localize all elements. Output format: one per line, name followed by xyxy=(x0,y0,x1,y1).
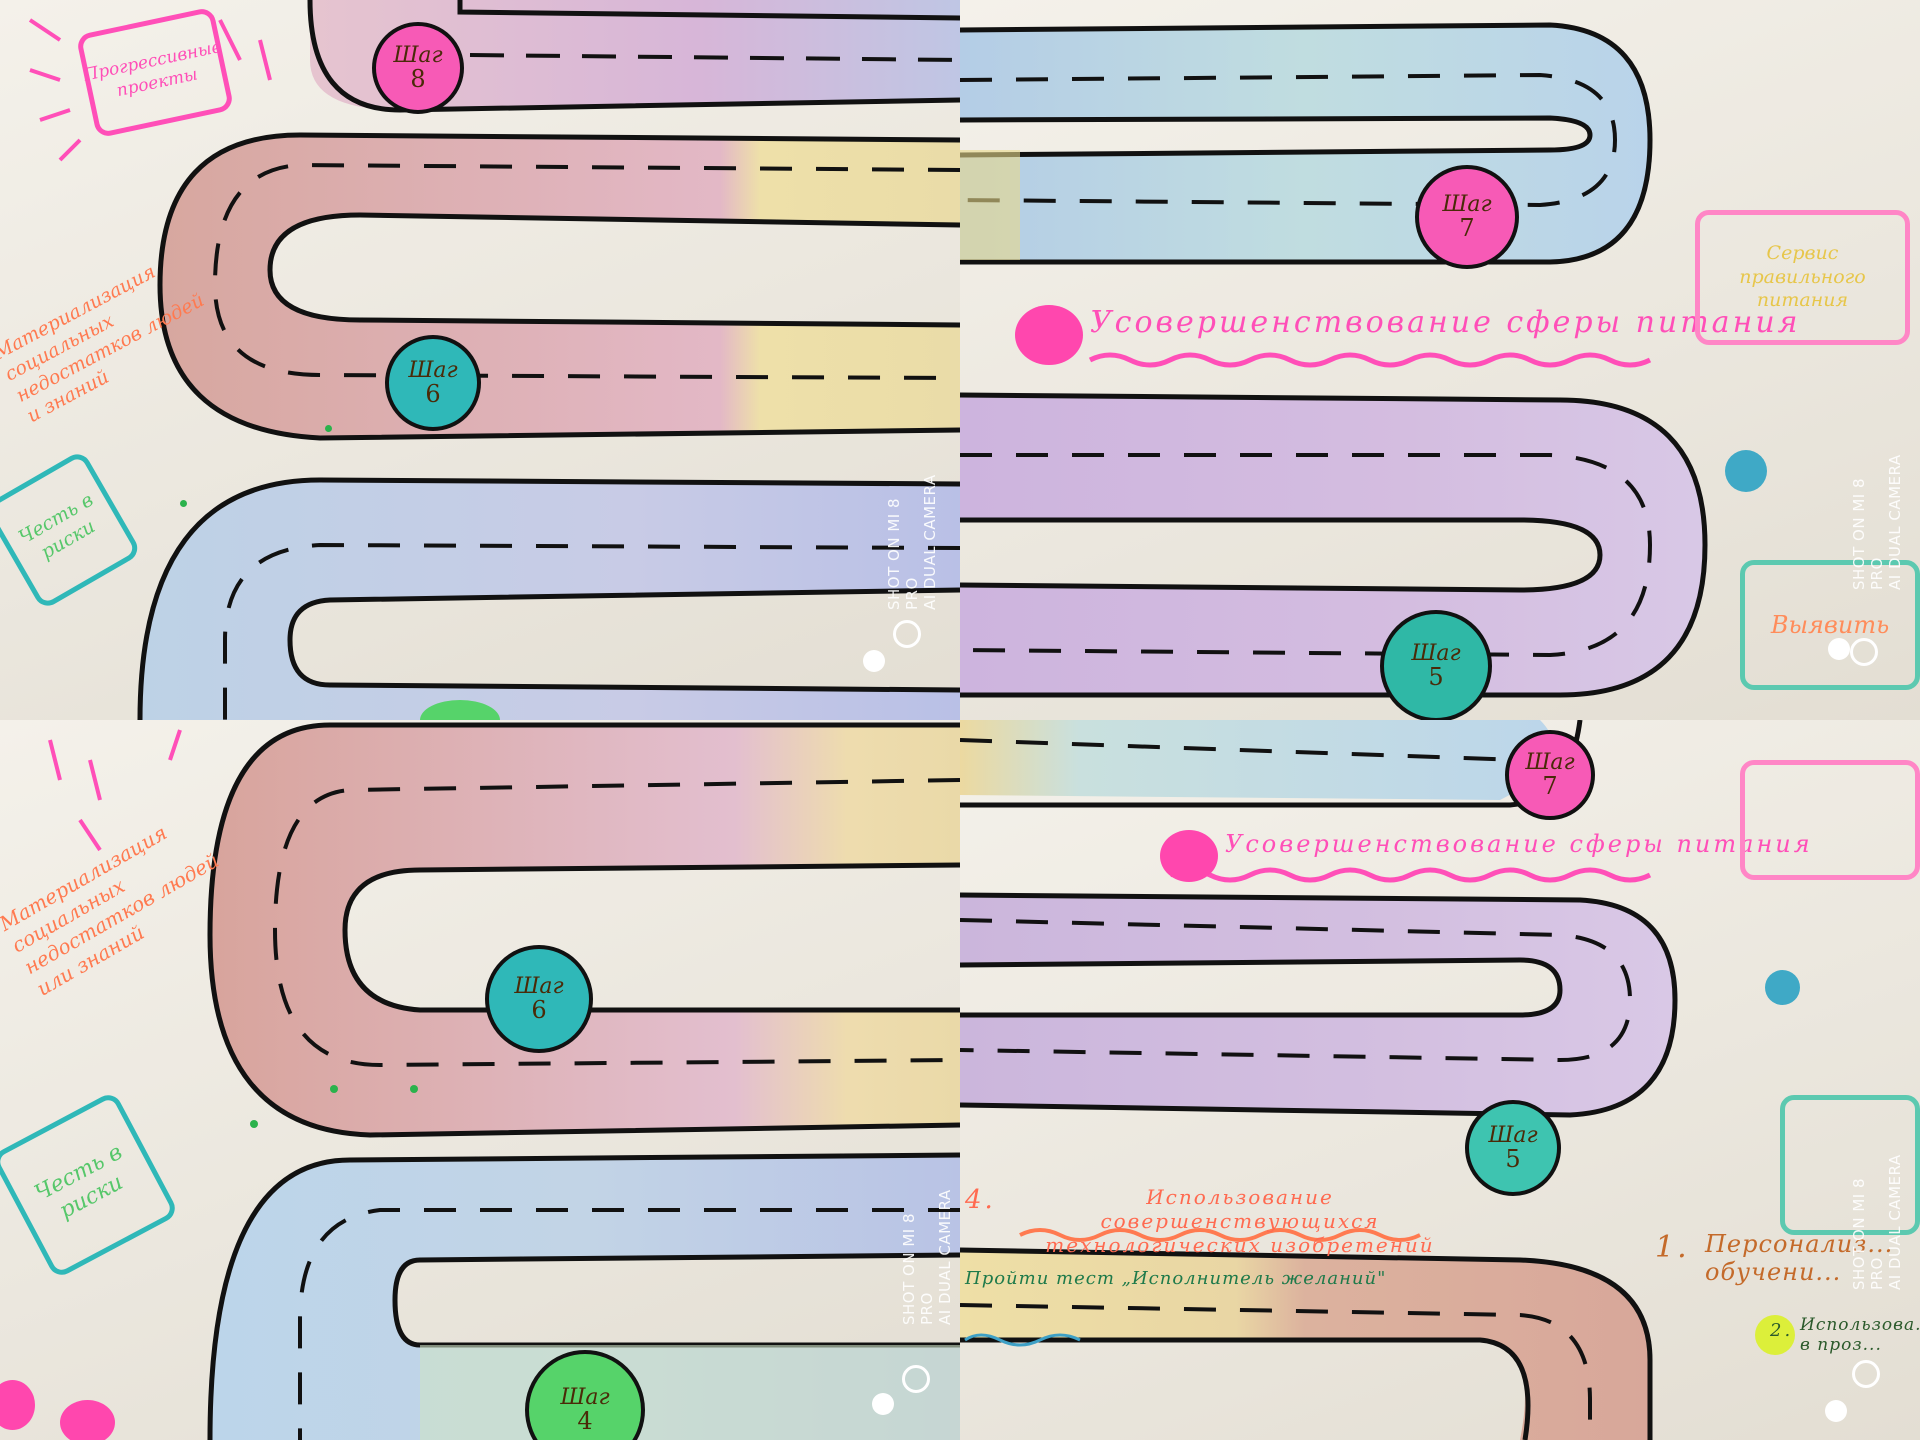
step-number: 8 xyxy=(410,67,425,92)
step-5-marker: Шаг 5 xyxy=(1465,1100,1561,1196)
watermark-line-2: AI DUAL CAMERA xyxy=(936,1175,954,1325)
blue-bullet xyxy=(1765,970,1800,1005)
blue-bullet xyxy=(1725,450,1767,492)
box-nutrition-service xyxy=(1740,760,1920,880)
photo-bottom-right: Шаг 7 Шаг 5 Усовершенствование сферы пит… xyxy=(960,720,1920,1440)
step-word: Шаг xyxy=(1488,1124,1537,1147)
step-word: Шаг xyxy=(393,44,442,67)
watermark-line-1: SHOT ON MI 8 PRO xyxy=(900,1175,936,1325)
step-word: Шаг xyxy=(408,359,457,382)
pink-blob xyxy=(60,1400,115,1440)
watermark-line-1: SHOT ON MI 8 PRO xyxy=(1850,440,1886,590)
camera-watermark: SHOT ON MI 8 PRO AI DUAL CAMERA xyxy=(1850,440,1896,590)
photo-bottom-left: Шаг 6 Шаг 4 Материализация социальных не… xyxy=(0,720,960,1440)
green-dot xyxy=(180,500,187,507)
pink-bullet xyxy=(1015,305,1083,365)
step-number: 6 xyxy=(531,998,546,1023)
box-nutrition-service: Сервис правильного питания xyxy=(1695,210,1910,345)
step-number: 7 xyxy=(1542,774,1557,799)
step-7-marker: Шаг 7 xyxy=(1415,165,1519,269)
item-usage: Использова... в проз... xyxy=(1800,1315,1920,1355)
watermark-line-2: AI DUAL CAMERA xyxy=(921,460,939,610)
step-word: Шаг xyxy=(514,975,563,998)
watermark-line-1: SHOT ON MI 8 PRO xyxy=(1850,1140,1886,1290)
green-dot xyxy=(325,425,332,432)
camera-watermark: SHOT ON MI 8 PRO AI DUAL CAMERA xyxy=(900,1175,946,1325)
heading-nutrition: Усовершенствование сферы питания xyxy=(1090,305,1801,340)
watermark-line-1: SHOT ON MI 8 PRO xyxy=(885,460,921,610)
watermark-line-2: AI DUAL CAMERA xyxy=(1886,1140,1904,1290)
watermark-line-2: AI DUAL CAMERA xyxy=(1886,440,1904,590)
step-number: 4 xyxy=(577,1409,592,1434)
green-dot xyxy=(330,1085,338,1093)
step-number: 7 xyxy=(1459,216,1474,241)
step-6-marker: Шаг 6 xyxy=(385,335,481,431)
pink-bullet xyxy=(1160,830,1218,882)
heading-nutrition: Усовершенствование сферы питания xyxy=(1225,830,1813,858)
camera-watermark: SHOT ON MI 8 PRO AI DUAL CAMERA xyxy=(885,460,931,610)
step-word: Шаг xyxy=(1411,642,1460,665)
photo-top-left: Прогрессивные проекты Шаг 8 Шаг 6 Матери… xyxy=(0,0,960,720)
item-1-number: 1. xyxy=(1655,1230,1690,1265)
step-word: Шаг xyxy=(1525,751,1574,774)
step-number: 5 xyxy=(1505,1147,1520,1172)
green-dot xyxy=(410,1085,418,1093)
step-word: Шаг xyxy=(560,1386,609,1409)
heading-technologies-number: 4. xyxy=(965,1185,996,1215)
step-5-marker: Шаг 5 xyxy=(1380,610,1492,720)
step-number: 6 xyxy=(425,382,440,407)
green-dot xyxy=(250,1120,258,1128)
step-7-marker: Шаг 7 xyxy=(1505,730,1595,820)
item-2-number: 2. xyxy=(1770,1320,1793,1341)
step-word: Шаг xyxy=(1442,193,1491,216)
photo-top-right: Шаг 7 Шаг 5 Усовершенствование сферы пит… xyxy=(960,0,1920,720)
step-8-marker: Шаг 8 xyxy=(372,22,464,114)
camera-watermark: SHOT ON MI 8 PRO AI DUAL CAMERA xyxy=(1850,1140,1896,1290)
test-instruction: Пройти тест „Исполнитель желаний" xyxy=(965,1268,1386,1289)
step-6-marker: Шаг 6 xyxy=(485,945,593,1053)
step-number: 5 xyxy=(1428,665,1443,690)
heading-technologies: Использование совершенствующихся техноло… xyxy=(1020,1185,1460,1257)
sticker-text: Прогрессивные проекты xyxy=(82,37,228,108)
